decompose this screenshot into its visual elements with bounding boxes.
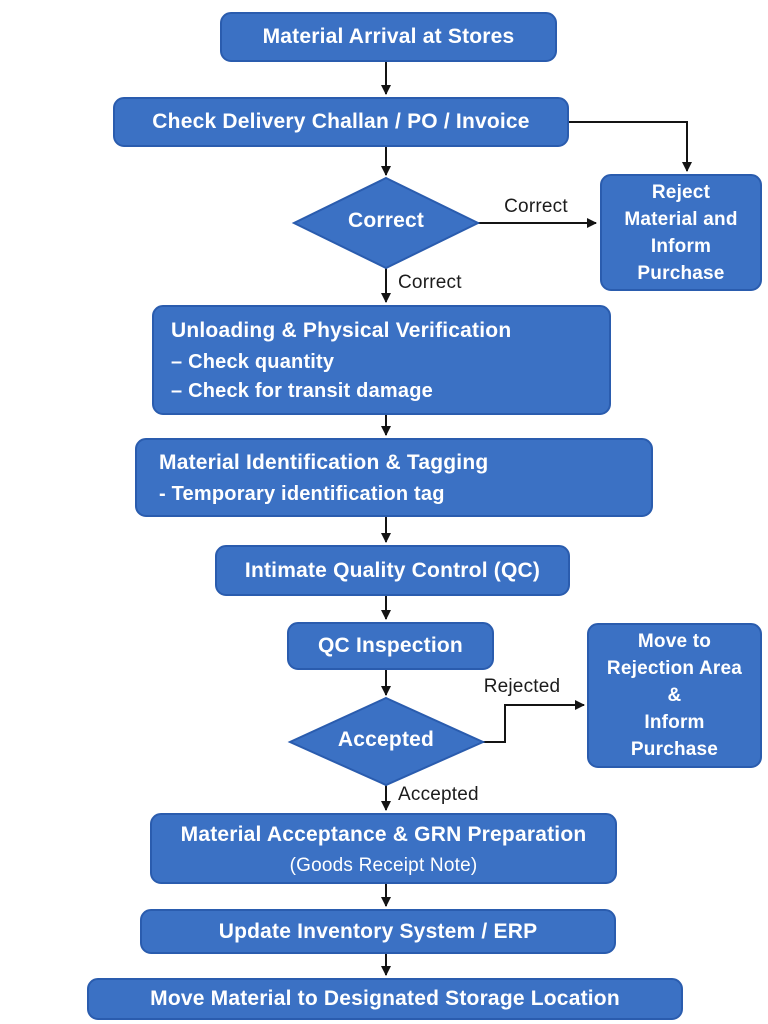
- node-label: Material Arrival at Stores: [262, 25, 515, 48]
- node-update-inventory: Update Inventory System / ERP: [140, 909, 616, 954]
- node-line: Inform: [650, 235, 712, 257]
- node-material-arrival: Material Arrival at Stores: [220, 12, 557, 62]
- node-reject-material: Reject Material and Inform Purchase: [600, 174, 762, 291]
- edge-label-accepted-down: Accepted: [398, 784, 479, 805]
- decision-correct-shape: [291, 176, 481, 270]
- connector-accepted-to-rejection-area: [483, 700, 585, 743]
- decision-accepted-shape: [287, 696, 486, 787]
- node-line: - Temporary identification tag: [159, 483, 445, 505]
- node-line: Inform: [644, 712, 705, 733]
- connector-check-to-reject: [569, 121, 692, 172]
- edge-label-correct-down: Correct: [398, 272, 462, 293]
- node-move-rejection: Move to Rejection Area & Inform Purchase: [587, 623, 762, 768]
- node-grn: Material Acceptance & GRN Preparation (G…: [150, 813, 617, 884]
- node-line: Purchase: [637, 262, 725, 284]
- node-line: Material and: [624, 208, 738, 230]
- node-label: Intimate Quality Control (QC): [244, 558, 541, 582]
- node-line: Purchase: [630, 739, 719, 760]
- decision-accepted-label: Accepted: [337, 728, 435, 751]
- node-line: Move to: [637, 631, 712, 652]
- node-subtitle: (Goods Receipt Note): [289, 854, 478, 876]
- node-label: Move Material to Designated Storage Loca…: [150, 987, 620, 1010]
- edge-label-rejected: Rejected: [483, 676, 561, 697]
- node-title: Material Acceptance & GRN Preparation: [180, 822, 587, 846]
- node-label: Check Delivery Challan / PO / Invoice: [152, 110, 530, 133]
- edge-label-correct-right: Correct: [504, 196, 568, 217]
- node-move-storage: Move Material to Designated Storage Loca…: [87, 978, 683, 1020]
- node-check-delivery: Check Delivery Challan / PO / Invoice: [113, 97, 569, 147]
- node-label: QC Inspection: [318, 634, 463, 657]
- node-unloading: Unloading & Physical Verification – Chec…: [152, 305, 611, 415]
- node-intimate-qc: Intimate Quality Control (QC): [215, 545, 570, 596]
- node-line: &: [667, 685, 682, 706]
- node-line: – Check for transit damage: [171, 380, 433, 402]
- node-identification: Material Identification & Tagging - Temp…: [135, 438, 653, 517]
- node-line: – Check quantity: [171, 351, 335, 373]
- node-line: Reject: [651, 181, 711, 203]
- node-label: Update Inventory System / ERP: [218, 919, 538, 943]
- node-title: Unloading & Physical Verification: [171, 319, 512, 342]
- decision-correct-label: Correct: [347, 209, 425, 232]
- node-line: Rejection Area: [606, 658, 743, 679]
- node-qc-inspection: QC Inspection: [287, 622, 494, 670]
- node-title: Material Identification & Tagging: [159, 451, 489, 474]
